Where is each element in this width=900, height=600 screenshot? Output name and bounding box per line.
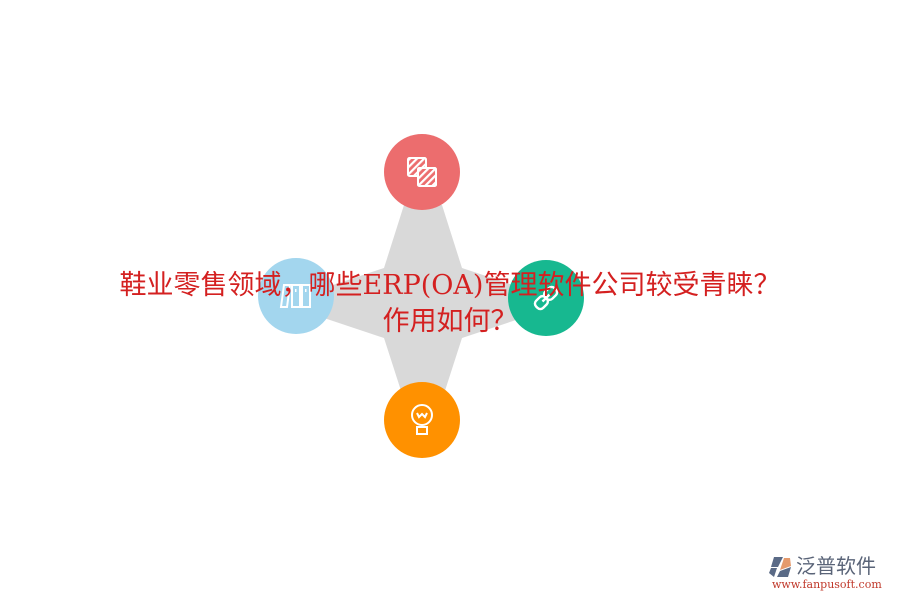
fanpusoft-logo: 泛普软件 www.fanpusoft.com — [768, 554, 894, 594]
columns-icon — [279, 284, 311, 308]
node-left — [258, 258, 334, 334]
node-top — [384, 134, 460, 210]
logo-url: www.fanpusoft.com — [772, 578, 882, 591]
page-title: 鞋业零售领域，哪些ERP(OA)管理软件公司较受青睐？ 作用如何？ — [0, 268, 900, 340]
title-line-1: 鞋业零售领域，哪些ERP(OA)管理软件公司较受青睐？ — [119, 270, 781, 301]
node-right — [508, 260, 584, 336]
title-line-2: 作用如何？ — [382, 306, 518, 337]
lightbulb-icon — [411, 404, 433, 435]
copy-squares-icon — [407, 157, 437, 187]
link-icon — [533, 285, 559, 311]
logo-name: 泛普软件 — [796, 554, 876, 578]
logo-mark-icon — [769, 557, 791, 577]
node-bottom — [384, 382, 460, 458]
